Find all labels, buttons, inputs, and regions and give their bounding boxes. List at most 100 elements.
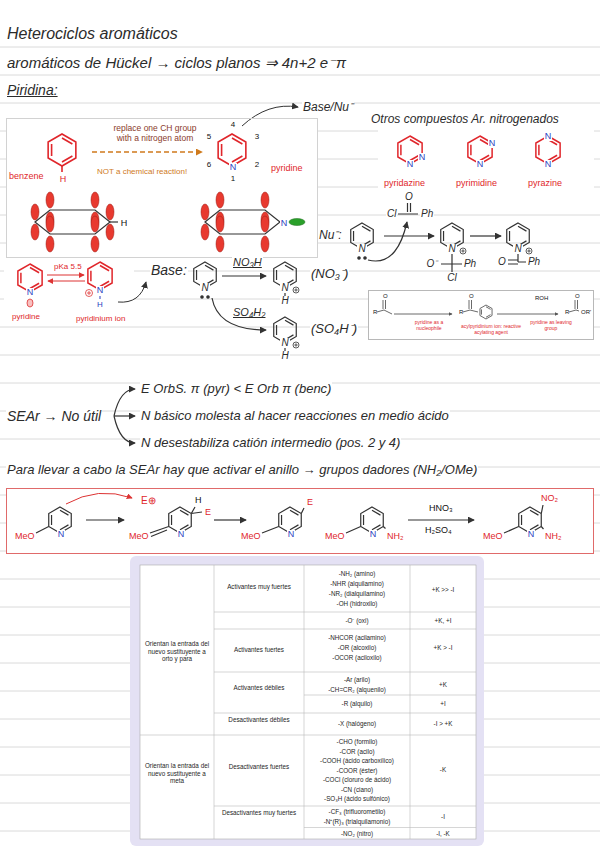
pasted-figure-ground <box>4 256 134 324</box>
page-title: Heterociclos aromáticos <box>6 24 179 43</box>
table-cell: +K, +I <box>412 617 474 625</box>
figure-caption: R <box>459 309 463 316</box>
figure-caption: E⊕ <box>141 495 156 507</box>
pyridinium-equilibrium <box>87 291 91 295</box>
handwritten-note: N desestabiliza catión intermedio (pos. … <box>140 435 401 451</box>
nucleophile-reaction-sketch <box>470 235 501 236</box>
sear-branch-arrows <box>114 416 135 443</box>
sear-mechanism-sketch <box>214 519 246 520</box>
atom-label: N <box>200 283 209 293</box>
handwritten-note: N básico molesta al hacer reacciones en … <box>140 408 450 424</box>
base-reaction-sketch <box>293 342 299 348</box>
sear-mechanism-sketch <box>86 519 124 520</box>
table-cell: -NHR (alquilamino) <box>306 580 408 588</box>
table-cell: +K > -I <box>412 644 474 652</box>
sear-mechanism-sketch <box>262 508 304 533</box>
base-reaction-sketch <box>194 262 299 351</box>
orbital-diagram <box>106 204 114 220</box>
figure-caption: pKa 5.5 <box>54 262 82 272</box>
figure-caption: E <box>205 507 211 518</box>
handwritten-note: aromáticos de Hückel → ciclos planos ⇒ 4… <box>6 54 347 72</box>
figure-caption: E <box>307 497 313 508</box>
benzene-pyridine-figure <box>92 151 202 153</box>
orbital-diagram <box>205 210 280 234</box>
sear-mechanism-sketch <box>408 519 474 520</box>
figure-caption: replace one CH group with a nitrogen ato… <box>105 123 205 143</box>
pyridinium-equilibrium <box>118 282 146 302</box>
table-cell: -OH (hidroxilo) <box>306 600 408 608</box>
pasted-figure-ground <box>378 130 594 192</box>
figure-caption: pyrazine <box>528 178 562 189</box>
figure-caption: 2 <box>255 160 259 170</box>
handwritten-note: Otros compuestos Ar. nitrogenados <box>370 112 560 126</box>
nucleophile-reaction-sketch <box>461 249 464 252</box>
figure-caption: acylpyridinium ion: reactive acylating a… <box>457 323 525 335</box>
atom-label: N <box>476 160 485 169</box>
figure-caption: MeO <box>325 531 345 542</box>
base-reaction-sketch <box>207 296 209 298</box>
acylation-sketch <box>377 300 392 314</box>
pyridinium-equilibrium <box>48 281 85 282</box>
atom-label: N <box>280 219 289 228</box>
figure-caption: pyridinium ion <box>76 314 125 324</box>
orbital-diagram <box>91 236 99 252</box>
figure-caption: MeO <box>241 531 261 542</box>
figure-caption: benzene <box>9 171 44 182</box>
atom-label: H <box>280 351 289 361</box>
table-cell: -SO₃H (ácido sulfónico) <box>306 795 408 803</box>
base-reaction-sketch <box>222 275 266 276</box>
nucleophile-reaction-sketch <box>358 257 360 259</box>
acylation-sketch <box>497 314 558 315</box>
table-cell: +K <box>412 681 474 689</box>
atom-label: H <box>96 301 104 309</box>
atom-label: N <box>357 244 366 254</box>
orbital-diagram <box>261 236 269 252</box>
pyridinium-equilibrium <box>47 275 84 276</box>
acylation-sketch <box>377 300 579 319</box>
atom-label: N <box>229 163 238 172</box>
table-cell: -CHO (formilo) <box>306 738 408 746</box>
atom-label: N <box>280 283 289 293</box>
figure-caption: R <box>565 309 569 316</box>
handwritten-note: (SO₄H⁻) <box>310 321 358 337</box>
handwritten-note: (NO₃⁻) <box>310 266 349 282</box>
nucleophile-reaction-sketch <box>508 254 526 264</box>
figure-caption: O <box>575 293 580 300</box>
pyridinium-equilibrium <box>86 290 93 297</box>
handwritten-note: Nu⁻: <box>318 228 343 242</box>
figure-caption: MeO <box>129 531 149 542</box>
atom-label: N <box>544 160 553 169</box>
table-cell: -OR (alcoxilo) <box>306 644 408 652</box>
table-cell: Desactivantes fuertes <box>216 763 302 771</box>
orbital-diagram <box>201 224 209 240</box>
figure-caption: 5 <box>207 132 211 142</box>
atom-label: N <box>447 244 456 254</box>
atom-label: O <box>497 257 507 267</box>
sear-mechanism-sketch <box>66 493 132 504</box>
figure-caption: O <box>469 293 474 300</box>
pyridinium-equilibrium <box>100 296 101 299</box>
figure-caption: pyridazine <box>384 178 425 189</box>
atom-label: H <box>280 296 289 306</box>
nucleophile-reaction-sketch <box>384 235 434 236</box>
sear-mechanism-sketch <box>346 527 386 534</box>
benzene-pyridine-figure <box>218 134 246 166</box>
table-cell: -COCl (cloruro de ácido) <box>306 776 408 784</box>
figure-caption: HNO₃ <box>429 503 453 514</box>
handwritten-note: SO₄H₂ <box>232 306 266 319</box>
figure-caption: pyridine <box>12 312 40 322</box>
sear-branch-arrows <box>114 415 135 416</box>
orbital-diagram <box>46 216 54 232</box>
mechanism-panel: MeONE⊕MeONHEMeONEMeONNH₂HNO₃H₂SO₄MeONNH₂… <box>6 488 594 554</box>
atom-label: N <box>96 286 105 295</box>
reaction-inset: ROpyridine as a nucleophileROacylpyridin… <box>368 290 594 340</box>
orbital-diagram <box>91 192 99 208</box>
table-cell: -COR (acilo) <box>306 748 408 756</box>
table-cell: -Ar (arilo) <box>306 676 408 684</box>
atom-label: N <box>418 153 427 162</box>
pasted-figure-ground <box>4 118 594 554</box>
atom-label: H <box>59 175 68 184</box>
table-cell: -COOH (ácido carboxílico) <box>306 757 408 765</box>
nucleophile-reaction-sketch <box>368 222 407 261</box>
handwritten-note: Base/Nu⁻ <box>302 100 354 114</box>
